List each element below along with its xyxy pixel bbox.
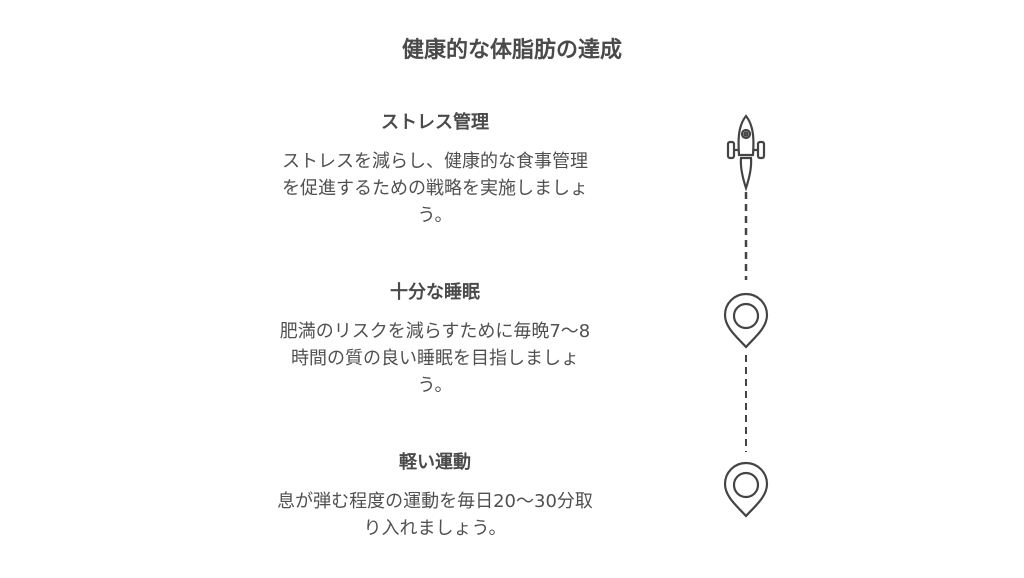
- step-heading: 軽い運動: [399, 452, 471, 473]
- step-text: を促進するための戦略を実施しましょ: [282, 178, 588, 199]
- map-pin-icon: [723, 461, 769, 518]
- step-text: り入れましょう。: [363, 518, 507, 539]
- step-heading: 十分な睡眠: [390, 282, 480, 303]
- step-text: ストレスを減らし、健康的な食事管理: [282, 151, 588, 172]
- step-text: う。: [417, 205, 453, 226]
- step-text: 時間の質の良い睡眠を目指しましょ: [291, 348, 579, 369]
- step-stress-management: ストレス管理 ストレスを減らし、健康的な食事管理 を促進するための戦略を実施しま…: [235, 108, 635, 229]
- step-light-exercise: 軽い運動 息が弾む程度の運動を毎日20～30分取 り入れましょう。: [235, 448, 635, 542]
- step-text: う。: [417, 375, 453, 396]
- timeline: [723, 114, 769, 518]
- step-text: 肥満のリスクを減らすために毎晩7～8: [279, 321, 591, 342]
- diagram-title: 健康的な体脂肪の達成: [401, 38, 622, 63]
- step-sleep: 十分な睡眠 肥満のリスクを減らすために毎晩7～8 時間の質の良い睡眠を目指しまし…: [235, 278, 635, 399]
- step-text: 息が弾む程度の運動を毎日20～30分取: [277, 491, 593, 512]
- step-heading: ストレス管理: [381, 112, 489, 133]
- rocket-icon: [726, 114, 766, 192]
- map-pin-icon: [723, 292, 769, 349]
